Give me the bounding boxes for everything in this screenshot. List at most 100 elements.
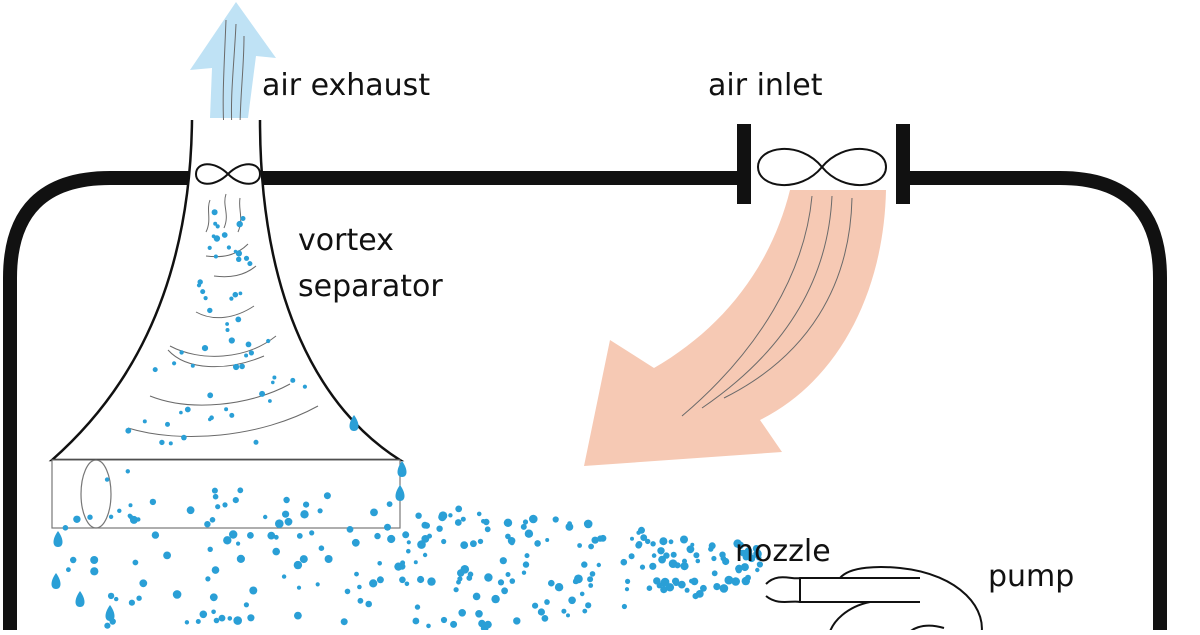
droplet-icon [581,561,588,568]
droplet-icon [249,586,258,595]
droplet-icon [200,289,206,295]
droplet-icon [168,441,173,446]
droplet-icon [209,517,216,523]
droplet-icon [263,514,268,520]
droplet-icon [472,592,481,601]
droplet-icon [653,577,661,585]
droplet-icon [460,565,470,574]
pump-icon [827,566,983,635]
droplet-icon [139,579,148,588]
droplet-icon [227,616,233,621]
droplet-icon [476,511,482,517]
droplet-icon [548,579,555,587]
droplet-icon [568,596,576,605]
droplet-icon [638,526,645,534]
droplet-icon [588,543,594,550]
droplet-icon [724,575,734,585]
droplet-icon [735,564,743,573]
droplet-icon [582,608,588,614]
droplet-icon [213,617,220,624]
droplet-icon [484,620,492,629]
droplet-icon [184,620,190,625]
droplet-icon [365,600,373,608]
droplet-icon [624,587,630,592]
falling-drop-icon [349,415,359,431]
droplet-icon [436,525,443,532]
droplet-icon [266,338,271,344]
droplet-icon [62,525,69,531]
droplet-icon [271,380,275,385]
droplet-icon [213,209,218,214]
droplet-icon [229,296,234,301]
droplet-icon [640,534,648,541]
droplet-icon [377,561,383,566]
droplet-icon [415,512,422,519]
separator-cylinder [51,459,401,529]
droplet-icon [497,579,505,586]
droplet-icon [247,532,254,539]
droplet-icon [741,576,750,586]
droplet-icon [213,221,218,226]
droplet-icon [218,614,226,622]
droplet-icon [207,546,213,552]
droplet-icon [630,536,634,541]
droplet-icon [283,497,288,502]
droplet-icon [427,533,432,539]
droplet-icon [583,519,593,529]
droplet-icon [209,593,218,602]
droplet-icon [73,515,81,523]
droplet-icon [596,562,601,568]
droplet-icon [235,316,242,323]
droplet-icon [108,514,114,519]
droplet-icon [677,580,686,589]
droplet-icon [303,501,310,508]
droplet-icon [215,224,220,229]
droplet-icon [438,513,447,522]
droplet-icon [521,570,527,575]
droplet-icon [636,541,643,548]
droplet-icon [574,574,583,584]
droplet-icon [184,406,191,413]
droplet-icon [731,577,740,586]
droplet-icon [221,232,228,238]
droplet-icon [284,517,293,526]
droplet-icon [235,250,242,257]
droplet-icon [293,560,303,570]
droplet-icon [302,384,307,389]
droplet-icon [236,220,243,228]
droplet-icon [351,538,360,547]
inlet-fan-icon [737,124,910,204]
droplet-icon [454,519,462,526]
droplet-icon [224,407,229,412]
droplet-icon [238,291,243,296]
droplet-icon [151,531,160,539]
droplet-icon [484,526,491,533]
droplet-icon [554,583,564,592]
droplet-icon [172,361,177,366]
droplet-icon [475,610,483,618]
droplet-icon [159,439,165,446]
droplet-icon [670,551,677,558]
droplet-icon [711,570,718,577]
droplet-icon [70,556,77,564]
droplet-icon [649,562,657,570]
droplet-icon [659,537,668,546]
water-droplets [62,209,764,632]
droplet-icon [236,256,242,262]
droplet-icon [195,619,201,624]
droplet-icon [149,498,157,506]
droplet-icon [747,554,756,563]
droplet-icon [203,296,208,301]
droplet-icon [259,390,266,397]
droplet-icon [204,521,211,528]
droplet-icon [357,584,362,590]
droplet-icon [132,559,139,566]
droplet-icon [275,519,284,528]
droplet-icon [522,519,529,525]
droplet-icon [125,427,132,434]
droplet-icon [744,547,753,555]
droplet-icon [711,555,717,562]
droplet-icon [690,577,699,586]
droplet-icon [281,574,287,579]
